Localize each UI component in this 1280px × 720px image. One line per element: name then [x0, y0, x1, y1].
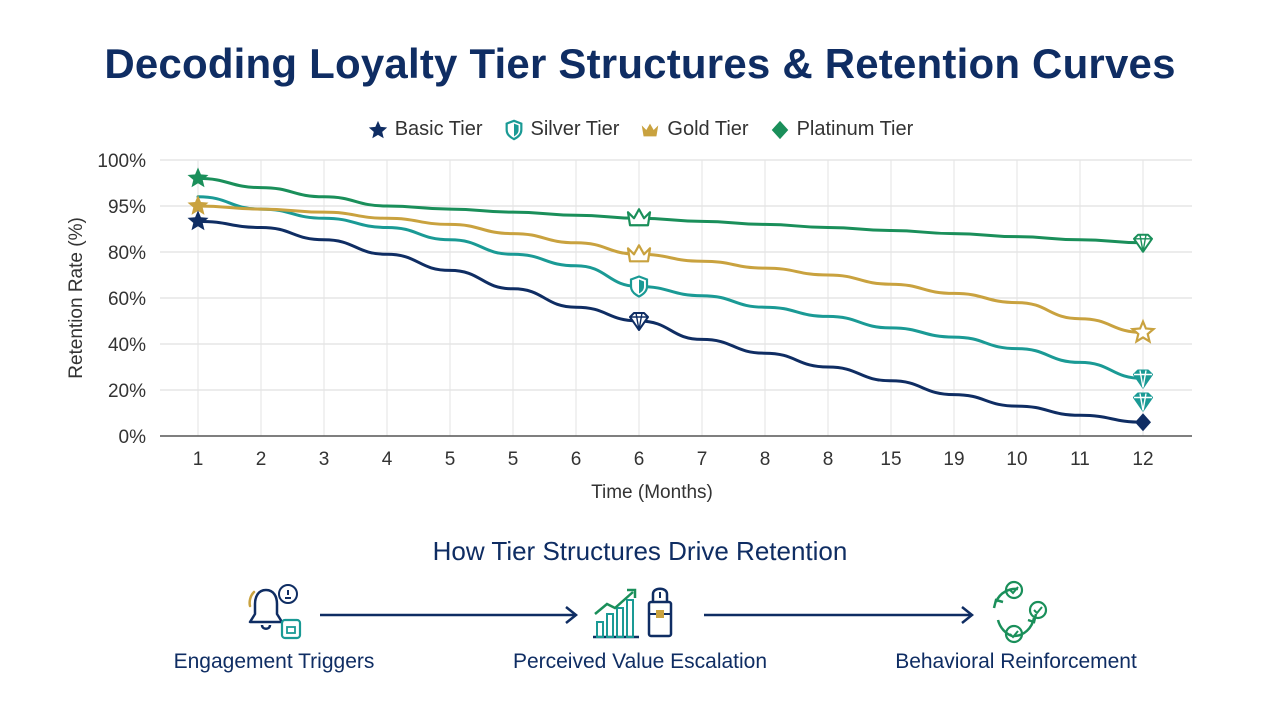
chart-grid — [160, 159, 1192, 437]
flow-arrow-1 — [320, 606, 579, 624]
flow-arrow-2 — [704, 606, 975, 624]
x-tick-label: 8 — [823, 449, 834, 470]
x-tick-label: 19 — [943, 449, 964, 470]
crown-icon — [642, 123, 659, 136]
legend-label: Platinum Tier — [796, 118, 914, 140]
diamond-icon — [771, 120, 788, 139]
y-tick-label: 80% — [108, 243, 146, 264]
silver-extra-gem-marker-facets — [1134, 393, 1152, 411]
x-tick-label: 15 — [880, 449, 901, 470]
platinum-end-gem-marker-facets — [1134, 234, 1152, 252]
legend-label: Silver Tier — [530, 118, 620, 140]
cycle-icon — [992, 580, 1048, 644]
platinum-mid-crown-marker — [626, 208, 652, 227]
growth-lock-icon — [593, 587, 673, 639]
series-line-silver-tier — [196, 195, 1145, 380]
gold-end-star-marker — [1129, 318, 1157, 344]
basic-end-diamond-marker — [1135, 413, 1151, 432]
silver-end-gem-marker-facets — [1134, 370, 1152, 388]
x-tick-label: 12 — [1132, 449, 1153, 470]
x-axis-label: Time (Months) — [591, 482, 713, 503]
x-tick-label: 5 — [445, 449, 456, 470]
legend-label: Gold Tier — [667, 118, 749, 140]
x-tick-label: 1 — [193, 449, 204, 470]
page-title: Decoding Loyalty Tier Structures & Reten… — [104, 40, 1176, 87]
gold-mid-crown-marker — [626, 244, 652, 263]
x-tick-label: 6 — [634, 449, 645, 470]
chart-legend: Basic Tier Silver Tier Gold Tier Platinu… — [0, 118, 1280, 141]
series-line-basic-tier — [196, 219, 1145, 424]
flow-step-behavioral-reinforcement: Behavioral Reinforcement — [895, 650, 1137, 673]
silver-mid-shield-marker-fill — [639, 279, 644, 294]
shield-icon — [505, 119, 522, 140]
platinum-start-star-marker — [187, 167, 209, 188]
y-tick-label: 60% — [108, 289, 146, 310]
y-tick-label: 0% — [119, 427, 147, 448]
series-line-gold-tier — [196, 204, 1145, 334]
legend-item-basic[interactable]: Basic Tier — [367, 118, 483, 141]
x-tick-label: 11 — [1070, 449, 1090, 470]
legend-label: Basic Tier — [394, 118, 483, 140]
chart-markers — [187, 167, 1157, 432]
series-line-platinum-tier — [196, 176, 1145, 245]
x-tick-label: 7 — [697, 449, 708, 470]
star-icon — [368, 120, 387, 138]
x-tick-label: 5 — [508, 449, 519, 470]
legend-item-platinum[interactable]: Platinum Tier — [769, 118, 914, 141]
x-tick-label: 10 — [1006, 449, 1027, 470]
y-tick-label: 40% — [108, 335, 146, 356]
y-tick-label: 100% — [97, 151, 146, 172]
legend-item-silver[interactable]: Silver Tier — [503, 118, 620, 141]
flow-step-perceived-value-escalation: Perceived Value Escalation — [512, 650, 768, 673]
x-tick-label: 3 — [319, 449, 330, 470]
bell-icon — [248, 584, 302, 640]
y-tick-label: 95% — [108, 197, 146, 218]
chart-series — [196, 176, 1145, 424]
basic-mid-gem-marker-facets — [630, 312, 648, 331]
x-tick-label: 2 — [256, 449, 267, 470]
x-tick-label: 4 — [382, 449, 393, 470]
gold-start-star-marker — [187, 195, 209, 215]
x-tick-label: 6 — [571, 449, 582, 470]
legend-item-gold[interactable]: Gold Tier — [639, 118, 749, 141]
basic-start-star-marker — [187, 210, 209, 231]
x-tick-label: 8 — [760, 449, 771, 470]
y-axis-label: Retention Rate (%) — [66, 217, 87, 379]
y-tick-label: 20% — [108, 381, 146, 402]
flow-heading: How Tier Structures Drive Retention — [432, 536, 848, 566]
flow-step-engagement-triggers: Engagement Triggers — [173, 650, 375, 673]
